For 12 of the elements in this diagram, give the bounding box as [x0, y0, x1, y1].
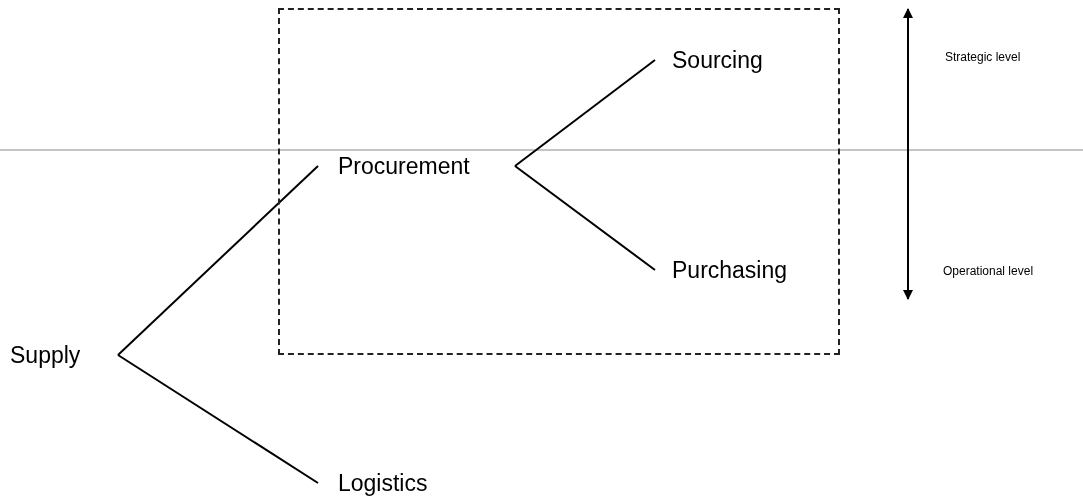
- node-text: Sourcing: [672, 45, 764, 75]
- node-text: Procurement: [338, 151, 471, 181]
- node-text: Logistics: [338, 468, 429, 498]
- level-label: Strategic level: [945, 50, 1021, 64]
- connector-line: [117, 165, 319, 356]
- node-text: Supply: [10, 340, 82, 370]
- level-label: Operational level: [943, 264, 1034, 278]
- connector-line: [514, 165, 656, 271]
- node-text: Purchasing: [672, 255, 789, 285]
- connector-line: [514, 59, 656, 167]
- dashed-group-box: [278, 8, 840, 355]
- connector-line: [117, 354, 319, 484]
